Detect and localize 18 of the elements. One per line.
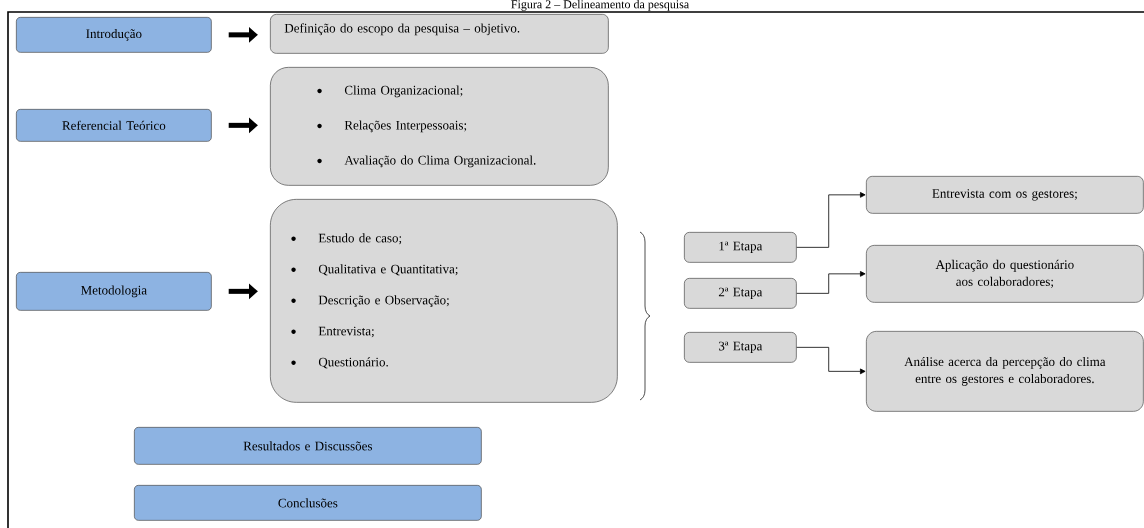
bullet-list-box: Clima Organizacional; Relações Interpessoais; Avaliação do Clima Organizacional.	[270, 67, 609, 186]
arrow	[796, 271, 866, 294]
figure-title: Figura 2 – Delineamento da pesquisa	[511, 0, 689, 11]
section-box: Metodologia	[16, 272, 212, 311]
step-box: Entrevista com os gestores;	[866, 176, 1144, 214]
section-box: Referencial Teórico	[16, 109, 212, 142]
step-box: 1ª Etapa	[684, 232, 797, 263]
arrow	[796, 346, 866, 375]
arrow	[796, 192, 866, 248]
text-box: Definição do escopo da pesquisa – objetivo.	[270, 14, 609, 54]
step-box: Análise acerca da percepção do clima entre os gestores e colaboradores.	[866, 331, 1144, 412]
section-box: Conclusões	[134, 485, 482, 521]
section-box: Resultados e Discussões	[134, 427, 482, 465]
section-box: Introdução	[16, 17, 212, 53]
step-box: 3ª Etapa	[684, 332, 797, 363]
bullet-list-box: Estudo de caso; Qualitativa e Quantitativa; Descrição e Observação; Entrevista; Questionário.	[270, 199, 618, 403]
step-box: Aplicação do questionário aos colaboradores;	[866, 245, 1144, 303]
step-box: 2ª Etapa	[684, 278, 797, 309]
